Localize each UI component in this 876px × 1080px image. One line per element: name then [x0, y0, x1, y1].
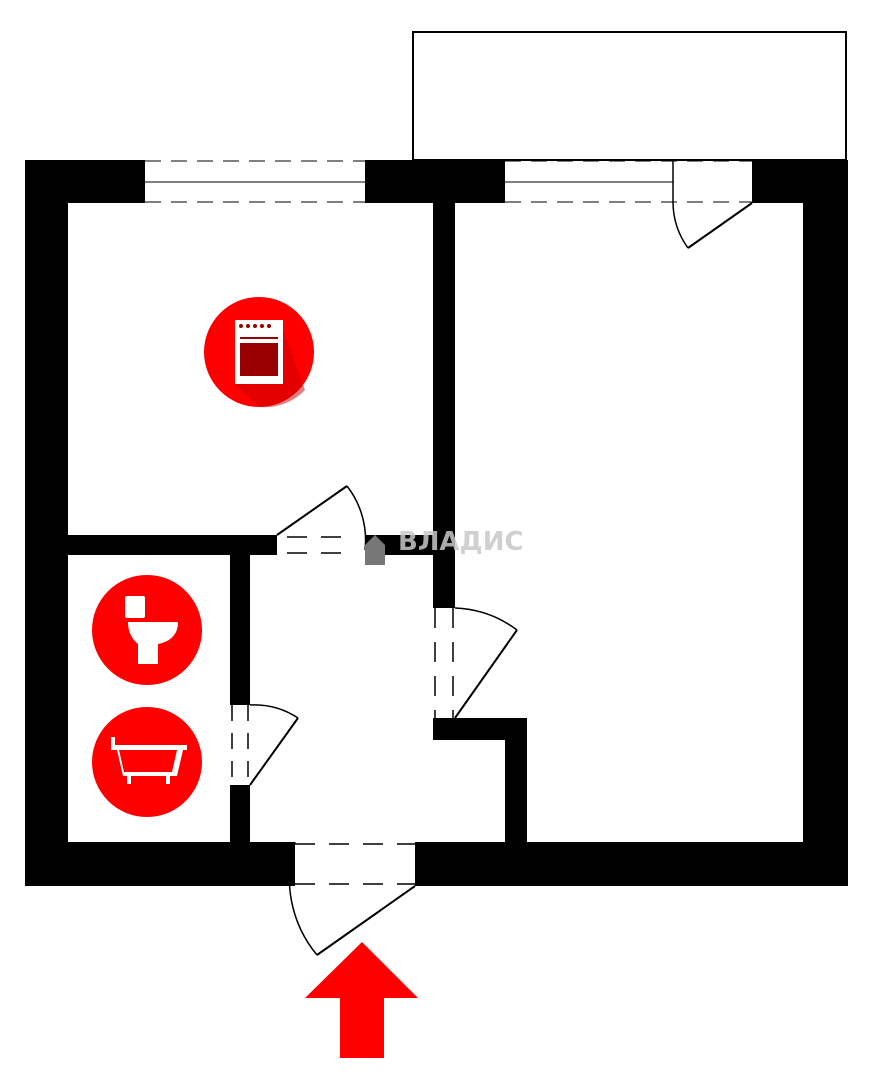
arrow-up-icon — [305, 942, 418, 1058]
bathtub-icon — [92, 707, 202, 817]
windows — [145, 160, 752, 203]
walls — [25, 160, 848, 886]
balcony — [412, 31, 847, 161]
doors — [231, 161, 753, 956]
watermark: ВЛАДИС — [365, 527, 524, 565]
toilet-icon — [92, 575, 202, 685]
watermark-text: ВЛАДИС — [398, 527, 524, 557]
stove-icon — [204, 297, 314, 408]
